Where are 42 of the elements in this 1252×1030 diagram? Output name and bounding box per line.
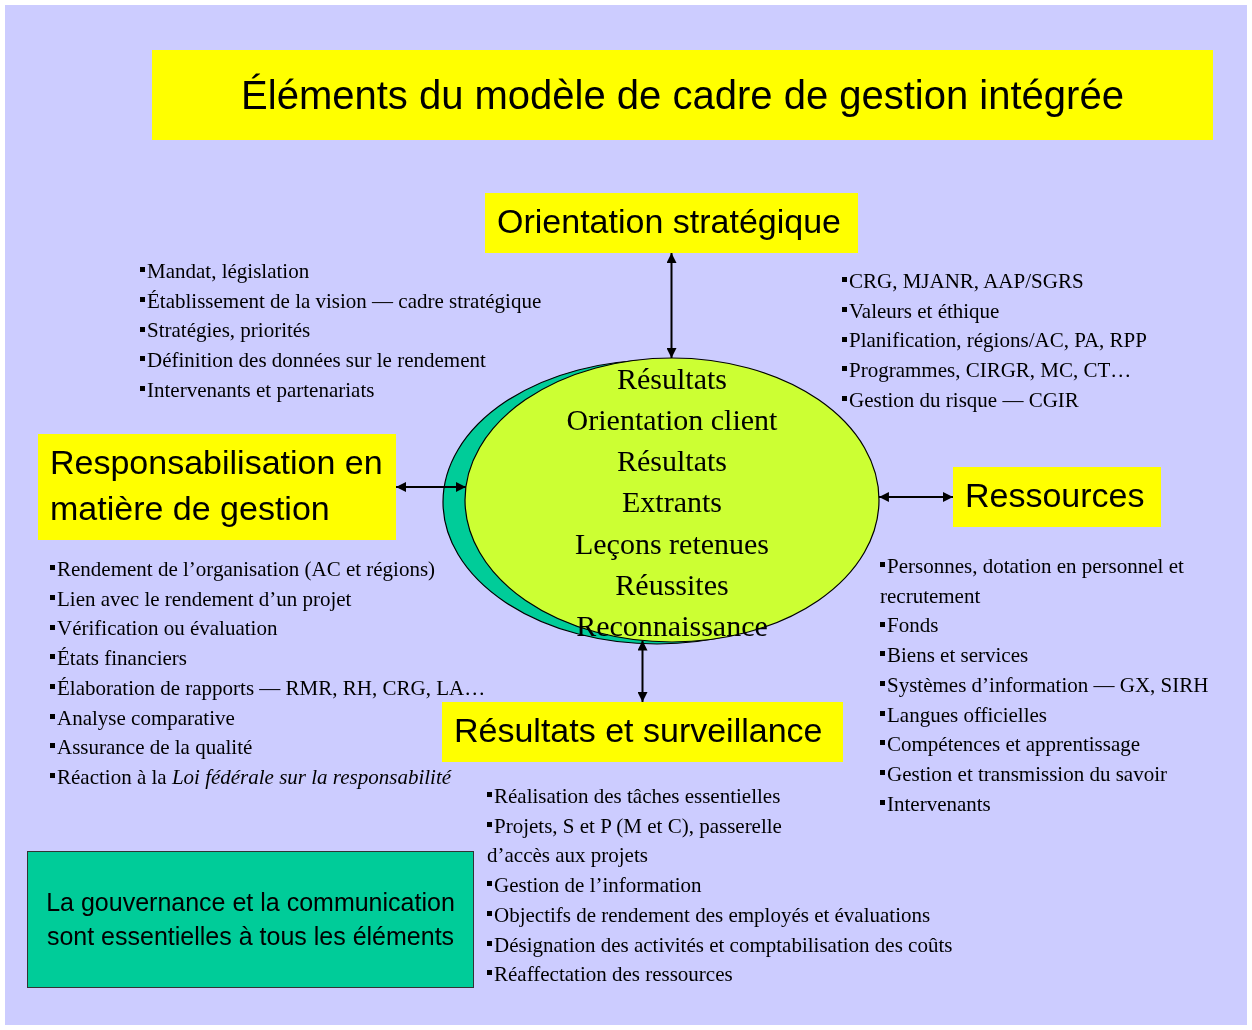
bullet-item: Rendement de l’organisation (AC et régions)	[50, 555, 530, 585]
double-arrow	[637, 639, 648, 703]
ellipse-text: Reconnaissance	[576, 608, 768, 644]
bullet-item: Planification, régions/AC, PA, RPP	[842, 326, 1232, 357]
bullet-item: Gestion de l’information	[487, 871, 1007, 901]
bullet-item: Programmes, CIRGR, MC, CT…	[842, 356, 1232, 386]
bullet-item: Biens et services	[880, 641, 1225, 671]
bullet-item: Projets, S et P (M et C), passerelle d’accès aux projets	[487, 811, 817, 872]
double-arrow	[877, 492, 954, 502]
label-box: Orientation stratégique	[485, 193, 858, 253]
bullet-item: Objectifs de rendement des employés et évaluations	[487, 900, 1007, 931]
bullet-item: Gestion du risque — CGIR	[842, 385, 1232, 416]
label-box: Responsabilisation en matière de gestion	[38, 434, 396, 540]
bullet-item: Valeurs et éthique	[842, 296, 1232, 327]
ellipse-text: Réussites	[615, 567, 729, 603]
double-arrow	[666, 252, 677, 359]
bullet-item: Lien avec le rendement d’un projet	[50, 584, 530, 615]
bullet-item: CRG, MJANR, AAP/SGRS	[842, 267, 1232, 297]
ellipse-text: Résultats	[617, 361, 727, 397]
bullet-item: Stratégies, priorités	[140, 316, 610, 347]
ellipse-text: Leçons retenues	[574, 526, 770, 562]
bullet-item: Compétences et apprentissage	[880, 730, 1225, 760]
title: Éléments du modèle de cadre de gestion intégrée	[152, 50, 1213, 140]
bullet-item: Personnes, dotation en personnel et recrutement	[880, 552, 1225, 612]
note-box: La gouvernance et la communication sont essentielles à tous les éléments	[27, 851, 474, 988]
bullet-item: États financiers	[50, 644, 530, 674]
bullet-item: Établissement de la vision — cadre stratégique	[140, 286, 610, 317]
bullet-item: Mandat, législation	[140, 257, 610, 287]
ellipse-text: Extrants	[622, 484, 722, 520]
double-arrow	[395, 482, 467, 492]
bullet-item: Fonds	[880, 611, 1225, 642]
bullet-item: Désignation des activités et comptabilisation des coûts	[487, 930, 1007, 961]
bullet-item: Réaffectation des ressources	[487, 960, 1007, 990]
bullet-item: Définition des données sur le rendement	[140, 346, 610, 376]
bullet-item: Gestion et transmission du savoir	[880, 759, 1225, 790]
bullet-item: Intervenants	[880, 789, 1225, 820]
ellipse-text: Résultats	[617, 443, 727, 479]
bullet-item: Élaboration de rapports — RMR, RH, CRG, LA…	[50, 673, 530, 704]
bullet-item: Langues officielles	[880, 700, 1225, 731]
bullet-item: Vérification ou évaluation	[50, 614, 530, 645]
label-box: Ressources	[953, 467, 1161, 527]
bullet-item: Systèmes d’information — GX, SIRH	[880, 670, 1225, 701]
